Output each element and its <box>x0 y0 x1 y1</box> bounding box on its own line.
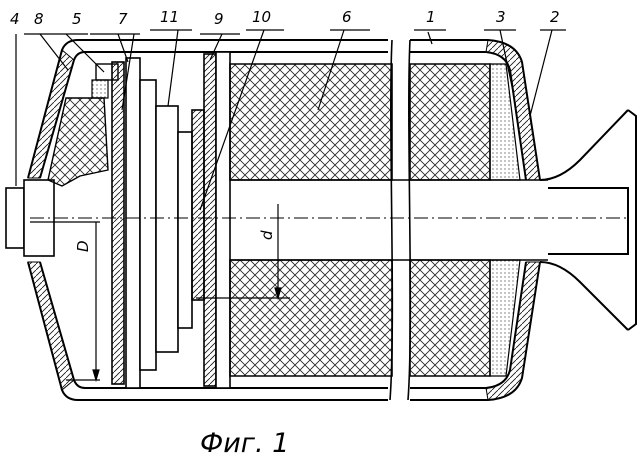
label-3: 3 <box>496 8 506 26</box>
label-1: 1 <box>426 8 436 26</box>
ignition-cap-body <box>92 80 108 98</box>
dimension-d-label: d <box>258 230 276 240</box>
front-dome-wall-bottom <box>28 262 74 390</box>
propellant-grain-right <box>410 64 520 376</box>
label-4: 4 <box>10 10 20 28</box>
label-9: 9 <box>214 10 224 28</box>
figure-caption: Фиг. 1 <box>200 428 289 459</box>
label-10: 10 <box>252 8 271 26</box>
label-8: 8 <box>34 10 44 28</box>
partition-9 <box>204 52 230 388</box>
label-7: 7 <box>118 10 128 28</box>
nozzle <box>540 110 636 330</box>
propellant-grain <box>230 64 392 376</box>
disc-7 <box>112 58 140 388</box>
label-6: 6 <box>342 8 352 26</box>
label-2: 2 <box>550 8 560 26</box>
disc-11 <box>140 80 178 370</box>
break-lines <box>390 40 410 400</box>
label-11: 11 <box>160 8 179 26</box>
label-5: 5 <box>72 10 82 28</box>
disc-10 <box>178 110 204 328</box>
dimension-D-label: D <box>74 240 92 252</box>
